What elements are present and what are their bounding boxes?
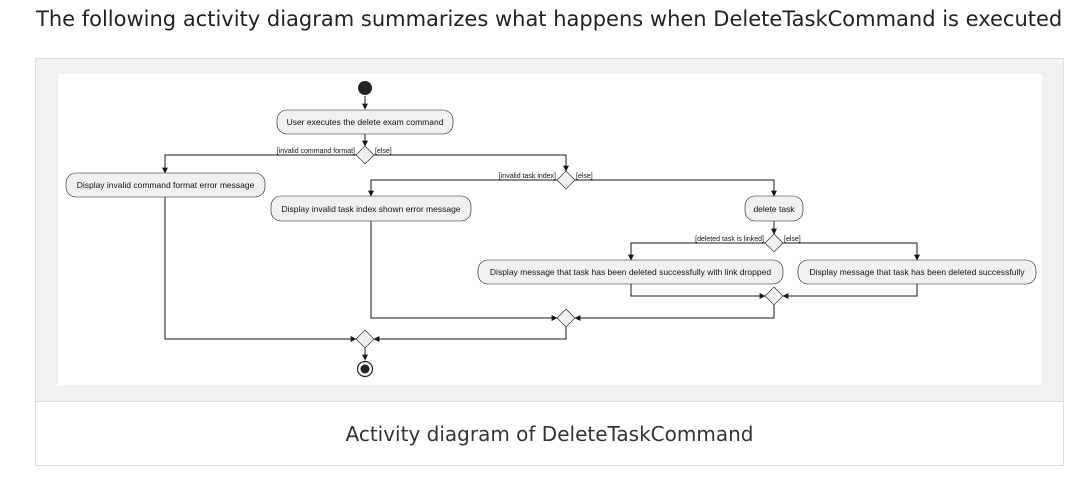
- guard-else-1: [else]: [375, 148, 392, 155]
- edge-decision2-to-invalid-index: [368, 179, 558, 197]
- guard-deleted-task-linked: [deleted task is linked]: [695, 236, 764, 243]
- diagram-edges: [162, 96, 920, 361]
- merge-final: [355, 329, 375, 349]
- end-node: [356, 360, 374, 378]
- edge-decision1-to-decision2: [373, 154, 569, 172]
- edge-decision3-to-link-dropped: [628, 242, 766, 261]
- guard-else-2: [else]: [576, 173, 593, 180]
- decision-task-index: [556, 170, 576, 190]
- start-node: [358, 81, 372, 95]
- edge-decision1-to-invalid-format: [162, 154, 357, 174]
- edge-invalid-format-to-merge1: [164, 197, 357, 342]
- action-invalid-format: Display invalid command format error mes…: [65, 172, 266, 198]
- diagram-figure: User executes the delete exam command Di…: [35, 58, 1064, 466]
- edge-merge2-to-merge1: [373, 327, 567, 342]
- action-deleted-success: Display message that task has been delet…: [797, 259, 1037, 285]
- diagram-canvas: User executes the delete exam command Di…: [58, 74, 1042, 385]
- action-user-executes-label: User executes the delete exam command: [287, 117, 444, 127]
- action-invalid-format-label: Display invalid command format error mes…: [77, 180, 255, 190]
- edge-decision2-to-delete-task: [574, 179, 777, 197]
- action-invalid-index: Display invalid task index shown error m…: [270, 195, 472, 222]
- merge-index-branch: [556, 308, 576, 328]
- edge-decision3-to-deleted: [782, 242, 920, 261]
- edge-link-dropped-to-merge3: [630, 284, 766, 299]
- action-deleted-link-dropped-label: Display message that task has been delet…: [490, 267, 771, 277]
- edge-invalid-index-to-merge2: [370, 221, 558, 321]
- action-deleted-success-label: Display message that task has been delet…: [810, 267, 1026, 277]
- guard-else-3: [else]: [784, 236, 801, 243]
- figure-caption: Activity diagram of DeleteTaskCommand: [345, 421, 754, 446]
- activity-diagram: User executes the delete exam command Di…: [65, 81, 1037, 378]
- decision-task-linked: [764, 233, 784, 253]
- diagram-image-area: User executes the delete exam command Di…: [36, 59, 1063, 402]
- decision-command-format: [355, 145, 375, 165]
- guard-invalid-command-format: [invalid command format]: [277, 148, 355, 155]
- action-delete-task-label: delete task: [753, 204, 795, 214]
- page-heading: The following activity diagram summarize…: [36, 7, 1063, 31]
- action-user-executes: User executes the delete exam command: [276, 109, 454, 135]
- action-deleted-link-dropped: Display message that task has been delet…: [477, 259, 784, 285]
- action-invalid-index-label: Display invalid task index shown error m…: [281, 204, 460, 214]
- edge-deleted-to-merge3: [782, 284, 918, 299]
- edge-merge3-to-merge2: [574, 305, 775, 321]
- action-delete-task: delete task: [744, 195, 804, 222]
- merge-delete-messages: [764, 286, 784, 306]
- guard-invalid-task-index: [invalid task index]: [499, 173, 556, 180]
